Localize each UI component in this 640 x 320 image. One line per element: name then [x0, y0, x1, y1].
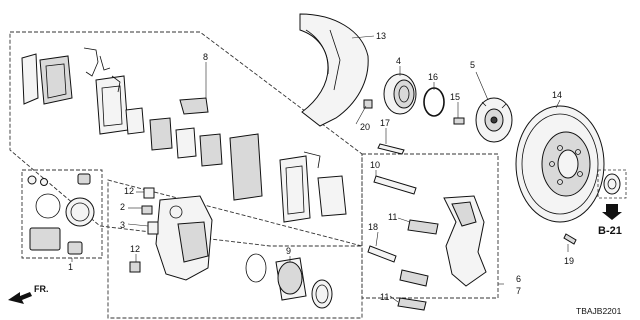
bracket-box: [361, 153, 499, 299]
callout-7: 7: [516, 286, 521, 296]
hub-bearing: [383, 73, 417, 115]
pad-shims: [125, 107, 223, 167]
caliper-body: [155, 195, 213, 281]
callout-10: 10: [370, 160, 380, 170]
piston-set: [245, 253, 333, 309]
callout-labels: 8 13 4 5 16 15 14 20 17 10 11 18 11 6 7 …: [68, 31, 574, 302]
hub-unit: [475, 97, 513, 143]
callout-17: 15: [450, 92, 460, 102]
pad-retainers: [397, 219, 439, 311]
pad-kit-box: [9, 31, 363, 247]
callout-12b: 12: [130, 244, 140, 254]
wear-indicator-tab: [179, 97, 209, 115]
callout-11b: 11: [380, 292, 389, 302]
callout-15: 18: [368, 222, 378, 232]
inner-pad-set: [229, 133, 347, 223]
callout-18: 16: [428, 72, 438, 82]
callout-20: 20: [360, 122, 370, 132]
callout-9: 9: [286, 246, 291, 256]
callout-11a: 11: [388, 212, 397, 222]
callout-12a: 12: [124, 186, 134, 196]
callout-13: 14: [552, 90, 562, 100]
callout-14: 13: [376, 31, 386, 41]
front-direction-arrow: FR.: [8, 284, 49, 304]
callout-5: 5: [470, 60, 475, 70]
callout-2: 2: [120, 202, 125, 212]
front-direction-label: FR.: [34, 284, 49, 294]
reference-b21: B-21: [597, 169, 627, 237]
hub-bolts: [363, 99, 465, 125]
pad-clip: [83, 47, 121, 93]
bleeder-screws: [129, 187, 159, 273]
circlip: [423, 87, 445, 117]
callout-6: 6: [516, 274, 521, 284]
ref-b21-label: B-21: [598, 225, 622, 237]
callout-4: 4: [396, 56, 401, 66]
seal-kit-box: [21, 169, 103, 259]
callout-16: 17: [380, 118, 390, 128]
rotor-screw: [563, 233, 577, 245]
caliper-box: [107, 179, 363, 319]
callout-19: 19: [564, 256, 574, 266]
callout-8: 8: [203, 52, 208, 62]
outer-pad-set: [21, 53, 129, 135]
splash-shield: [299, 13, 369, 127]
leader-lines: [71, 35, 569, 303]
brake-rotor: [515, 105, 605, 223]
guide-pins: [367, 143, 417, 263]
hub-nut: [603, 173, 621, 195]
callout-3: 3: [120, 220, 125, 230]
callout-1: 1: [68, 262, 73, 272]
seal-kit: [27, 173, 95, 255]
page-code: TBAJB2201: [576, 306, 622, 316]
caliper-bracket: [443, 195, 487, 287]
